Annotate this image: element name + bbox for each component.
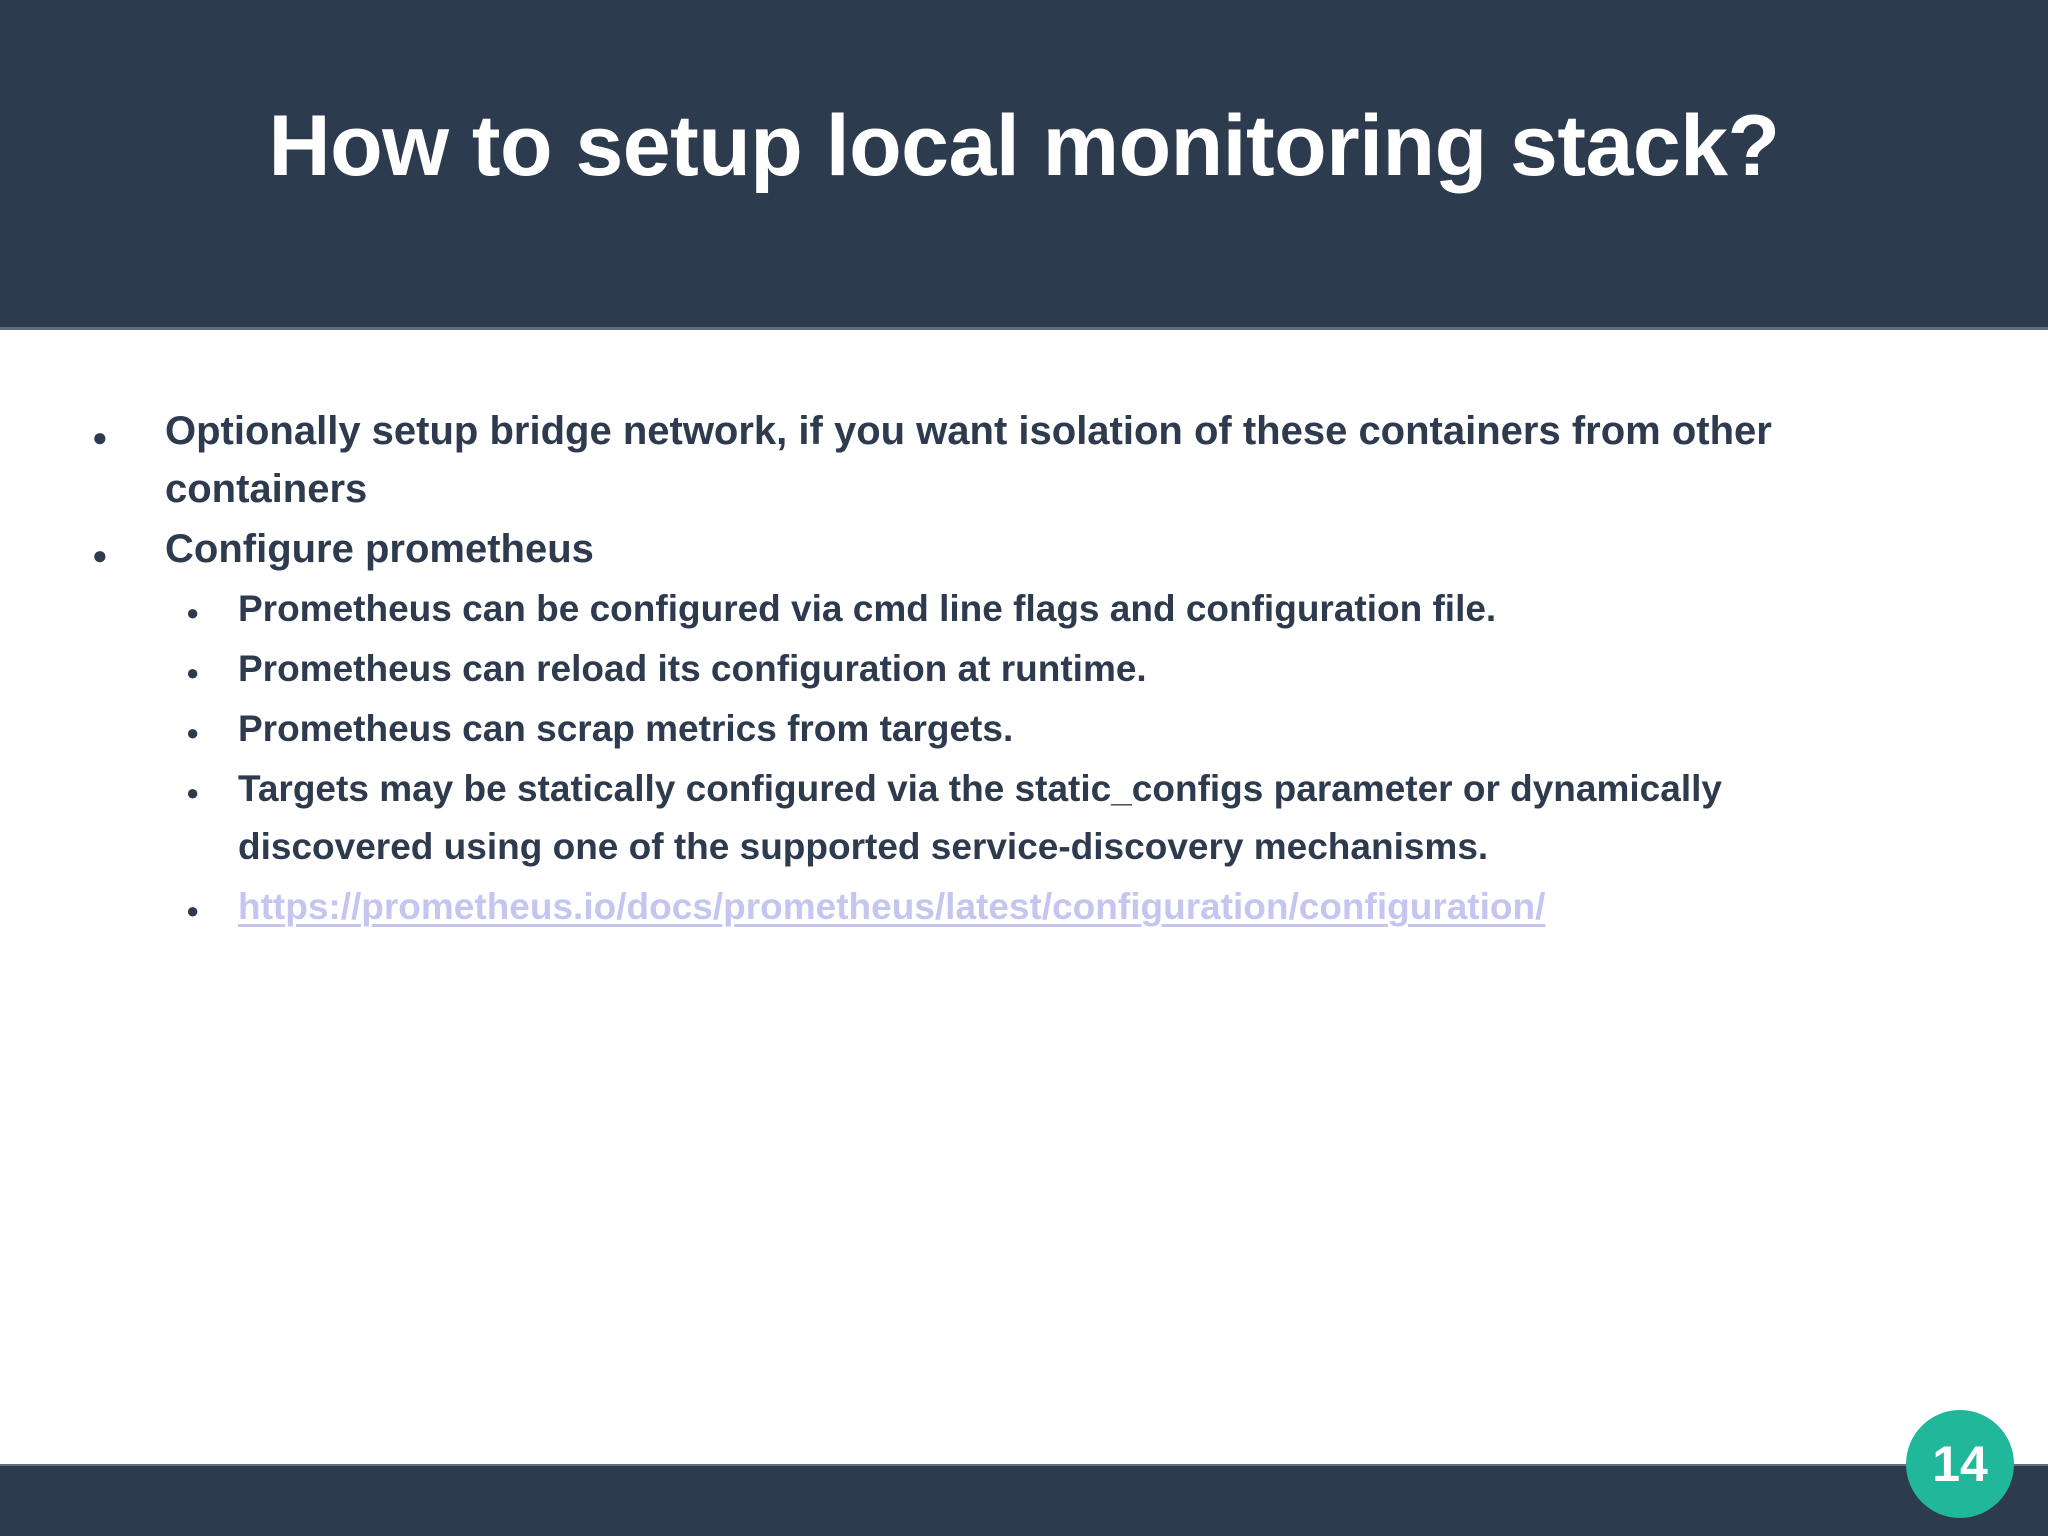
bullet-dot-icon: ● [92,540,108,570]
bullet-list: ● Optionally setup bridge network, if you… [80,402,1980,938]
bullet-link[interactable]: https://prometheus.io/docs/prometheus/la… [238,886,1546,927]
bullet-label: Targets may be statically configured via… [238,768,1722,867]
bullet-label: Prometheus can scrap metrics from target… [238,708,1014,749]
bullet-item[interactable]: ● https://prometheus.io/docs/prometheus/l… [80,878,1980,936]
bullet-label: Prometheus can be configured via cmd lin… [238,588,1497,629]
bullet-item: ● Prometheus can scrap metrics from targe… [80,700,1980,758]
bullet-dot-icon: ● [186,720,200,745]
bullet-label: Configure prometheus [165,527,594,571]
bullet-item: ● Targets may be statically configured vi… [80,760,1980,876]
bullet-item: ● Configure prometheus [80,520,1980,578]
page-number-badge: 14 [1906,1410,2014,1518]
bullet-dot-icon: ● [186,898,200,923]
bullet-dot-icon: ● [92,422,108,452]
slide-body: ● Optionally setup bridge network, if you… [0,330,2048,1464]
bullet-label: Prometheus can reload its configuration … [238,648,1147,689]
bullet-dot-icon: ● [186,660,200,685]
bullet-item: ● Prometheus can reload its configuration… [80,640,1980,698]
bullet-item: ● Prometheus can be configured via cmd li… [80,580,1980,638]
page-number-label: 14 [1932,1436,1988,1492]
bullet-label: Optionally setup bridge network, if you … [165,409,1772,511]
bullet-dot-icon: ● [186,780,200,805]
slide-header-band: How to setup local monitoring stack? [0,0,2048,330]
bullet-item: ● Optionally setup bridge network, if you… [80,402,1980,518]
page-title: How to setup local monitoring stack? [268,98,1780,194]
bullet-dot-icon: ● [186,600,200,625]
slide-footer-band [0,1464,2048,1536]
